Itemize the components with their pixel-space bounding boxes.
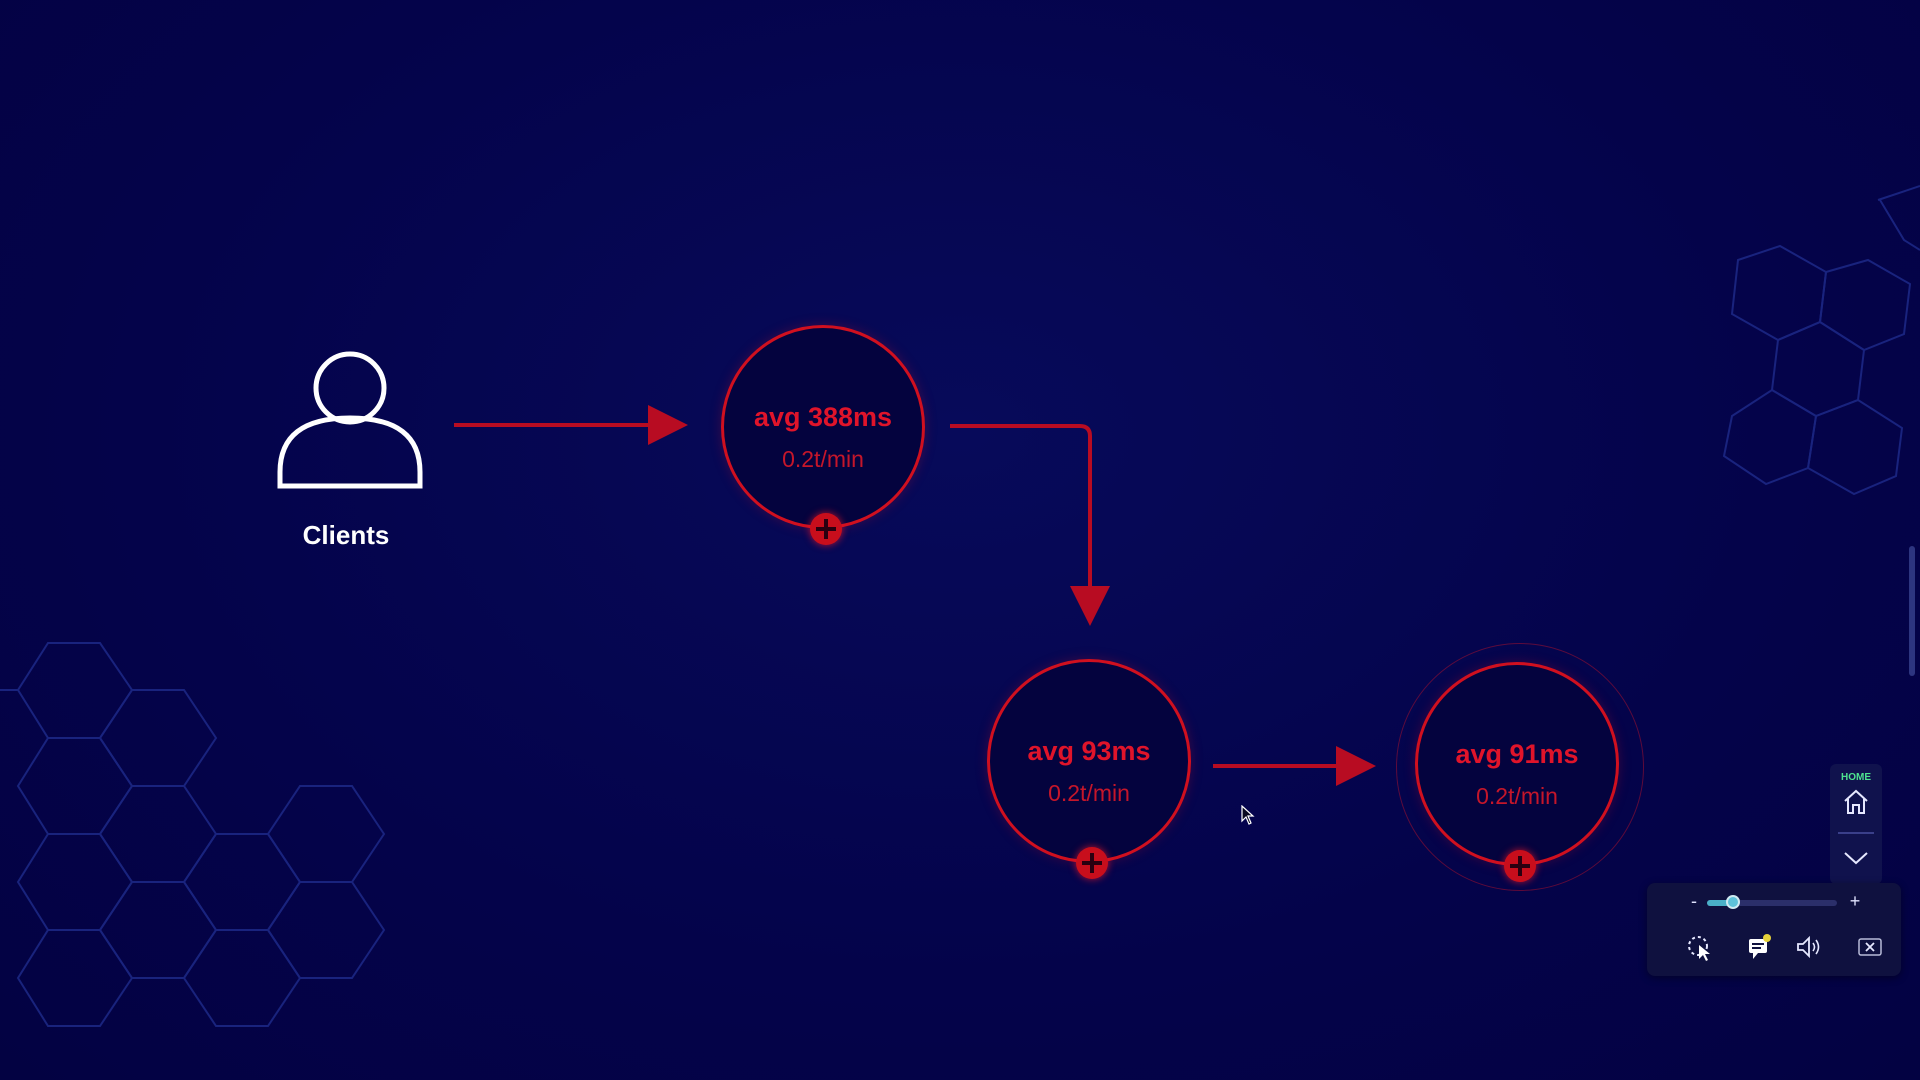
zoom-slider-thumb[interactable] (1726, 895, 1740, 909)
node-avg-latency: avg 388ms (753, 402, 893, 432)
zoom-slider-fill (1707, 900, 1733, 906)
home-label[interactable]: HOME (1841, 772, 1871, 783)
mouse-cursor-icon (1241, 805, 1255, 825)
close-icon[interactable] (1855, 933, 1885, 961)
service-node-1[interactable]: avg 388ms 0.2t/min (721, 325, 925, 545)
node-throughput: 0.2t/min (1476, 783, 1558, 809)
home-icon[interactable] (1842, 788, 1870, 816)
plus-icon[interactable] (1504, 850, 1536, 882)
zoom-slider[interactable] (1707, 895, 1837, 909)
hexagon-pattern-left (0, 642, 386, 1027)
node-halo (1396, 643, 1644, 891)
plus-icon[interactable] (810, 513, 842, 545)
vertical-scrollbar[interactable] (1909, 546, 1915, 676)
hexagon-pattern-right (1722, 185, 1920, 496)
user-icon[interactable] (276, 348, 424, 490)
node-avg-latency: avg 93ms (1027, 736, 1151, 766)
side-nav: HOME (1830, 764, 1882, 884)
zoom-out-button[interactable]: - (1691, 891, 1697, 911)
nav-divider (1838, 832, 1874, 834)
control-panel: - + (1647, 883, 1901, 976)
speaker-icon[interactable] (1794, 933, 1824, 961)
clients-label: Clients (302, 520, 390, 550)
chat-notification-icon[interactable] (1744, 933, 1774, 961)
service-node-2[interactable]: avg 93ms 0.2t/min (987, 659, 1191, 879)
chevron-down-icon[interactable] (1842, 848, 1870, 868)
plus-icon[interactable] (1076, 847, 1108, 879)
flow-connectors (454, 405, 1376, 786)
select-cursor-icon[interactable] (1685, 933, 1715, 961)
node-throughput: 0.2t/min (1048, 780, 1130, 806)
node-throughput: 0.2t/min (782, 446, 864, 472)
zoom-in-button[interactable]: + (1849, 891, 1861, 911)
node-avg-latency: avg 91ms (1455, 739, 1579, 769)
service-node-3[interactable]: avg 91ms 0.2t/min (1415, 662, 1619, 882)
